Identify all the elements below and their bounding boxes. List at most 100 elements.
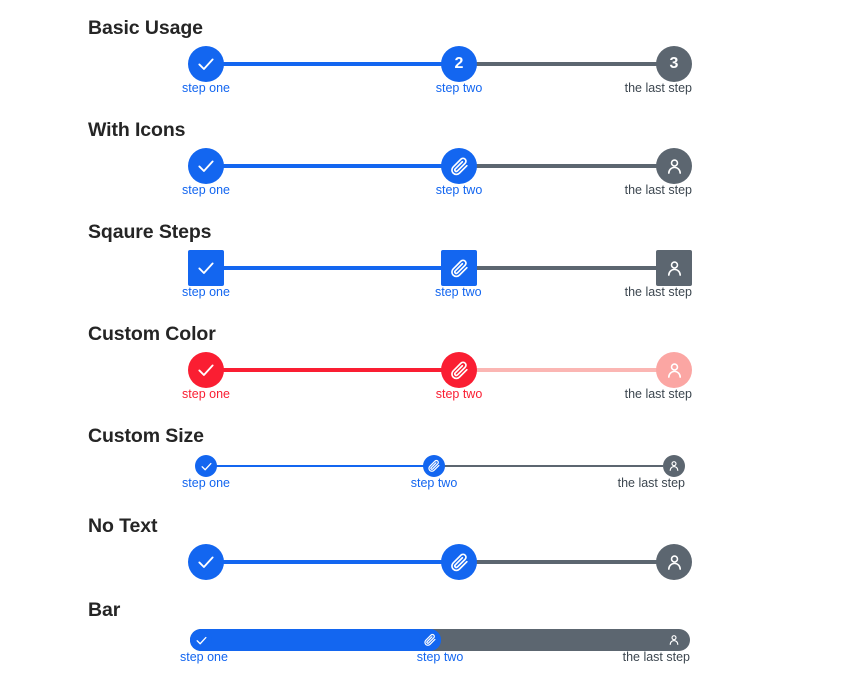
connector-line-1 [206, 465, 434, 467]
connector-line-2 [459, 266, 674, 270]
stepper-custom-color: step one step two the last step [182, 344, 692, 400]
step-label-2: step two [435, 387, 483, 401]
connector-line-1 [206, 164, 459, 168]
connector-line-2 [459, 62, 674, 66]
step-item-3[interactable]: the last step [625, 140, 692, 196]
step-item-1[interactable]: step one [182, 242, 230, 298]
connector-line-2 [434, 465, 663, 467]
paperclip-icon [450, 360, 468, 379]
step-label-3: the last step [617, 476, 685, 490]
step-label-3: the last step [624, 285, 692, 299]
step-indicator-3[interactable]: 3 [656, 46, 692, 82]
step-number-3: 3 [669, 55, 679, 72]
step-item-3[interactable]: the last step [625, 344, 692, 400]
step-item-1[interactable] [188, 536, 224, 588]
paperclip-icon [450, 156, 468, 175]
step-indicator-1[interactable] [195, 455, 217, 477]
connector-line-2 [459, 368, 674, 372]
step-indicator-2[interactable] [441, 148, 477, 184]
paperclip-icon [450, 552, 468, 571]
step-indicator-1[interactable] [190, 629, 212, 651]
step-label-3: the last step [622, 650, 690, 664]
step-label-3: the last step [624, 81, 692, 95]
step-number-2: 2 [454, 55, 464, 72]
step-item-2[interactable]: step two [435, 242, 482, 298]
step-indicator-1[interactable] [188, 544, 224, 580]
step-indicator-2[interactable] [423, 455, 445, 477]
step-item-1[interactable]: step one [182, 38, 230, 94]
connector-line-2 [459, 560, 674, 564]
step-indicator-3[interactable] [656, 352, 692, 388]
step-item-1[interactable]: step one [182, 140, 230, 196]
step-label-1: step one [182, 476, 230, 490]
step-item-2[interactable]: 2 step two [436, 38, 482, 94]
step-indicator-1[interactable] [188, 46, 224, 82]
stepper-square-steps: step one step two the last step [182, 242, 692, 298]
step-label-2: step two [435, 81, 483, 95]
section-title: Bar [88, 599, 121, 621]
step-label-3: the last step [624, 183, 692, 197]
step-item-2[interactable]: step two [436, 344, 482, 400]
step-label-1: step one [182, 387, 230, 401]
section-title: Sqaure Steps [88, 221, 212, 243]
step-item-3[interactable]: the last step [625, 242, 692, 298]
section-title: With Icons [88, 119, 186, 141]
check-icon [198, 364, 214, 376]
user-icon [669, 461, 679, 471]
user-icon [667, 554, 681, 570]
step-label-1: step one [182, 183, 230, 197]
section-title: No Text [88, 515, 158, 537]
step-indicator-2[interactable] [441, 250, 477, 286]
step-indicator-2[interactable] [441, 352, 477, 388]
step-label-1: step one [182, 81, 230, 95]
step-indicator-1[interactable] [188, 352, 224, 388]
stepper-custom-size: step one step two the last step [182, 440, 685, 492]
step-label-3: the last step [624, 387, 692, 401]
step-indicator-2[interactable] [419, 629, 441, 651]
step-item-3[interactable]: the last step [618, 440, 685, 492]
step-indicator-3[interactable] [656, 544, 692, 580]
stepper-basic-usage: step one 2 step two 3 the last step [182, 38, 692, 94]
user-icon [667, 362, 681, 378]
step-indicator-1[interactable] [188, 148, 224, 184]
bar-progress-fill [190, 629, 441, 651]
user-icon [667, 158, 681, 174]
user-icon [669, 635, 679, 645]
step-item-1[interactable]: step one [182, 344, 230, 400]
user-icon [667, 260, 681, 276]
paperclip-icon [424, 633, 436, 646]
step-item-2[interactable]: step two [436, 140, 482, 196]
connector-line-1 [206, 266, 459, 270]
check-icon [198, 556, 214, 568]
paperclip-icon [428, 459, 440, 472]
step-item-3[interactable]: 3 the last step [625, 38, 692, 94]
step-item-2[interactable]: step two [411, 440, 457, 492]
connector-line-1 [206, 560, 459, 564]
step-indicator-3[interactable] [663, 455, 685, 477]
stepper-bar: step one step two the last step [180, 614, 690, 666]
connector-line-1 [206, 368, 459, 372]
step-label-2: step two [410, 476, 458, 490]
step-indicator-2[interactable]: 2 [441, 46, 477, 82]
step-indicator-3[interactable] [656, 250, 692, 286]
step-label-1: step one [180, 650, 228, 664]
check-icon [198, 160, 214, 172]
stepper-no-text [188, 536, 692, 588]
step-indicator-3[interactable] [663, 629, 685, 651]
check-icon [198, 58, 214, 70]
step-indicator-2[interactable] [441, 544, 477, 580]
section-title: Custom Size [88, 425, 204, 447]
step-label-2: step two [435, 183, 483, 197]
step-indicator-3[interactable] [656, 148, 692, 184]
step-label-1: step one [182, 285, 230, 299]
step-item-2[interactable] [441, 536, 477, 588]
step-label-2: step two [435, 285, 482, 299]
step-item-3[interactable] [656, 536, 692, 588]
check-icon [198, 262, 214, 274]
section-title: Custom Color [88, 323, 216, 345]
step-item-1[interactable]: step one [182, 440, 230, 492]
connector-line-1 [206, 62, 459, 66]
step-label-2: step two [416, 650, 464, 664]
step-indicator-1[interactable] [188, 250, 224, 286]
